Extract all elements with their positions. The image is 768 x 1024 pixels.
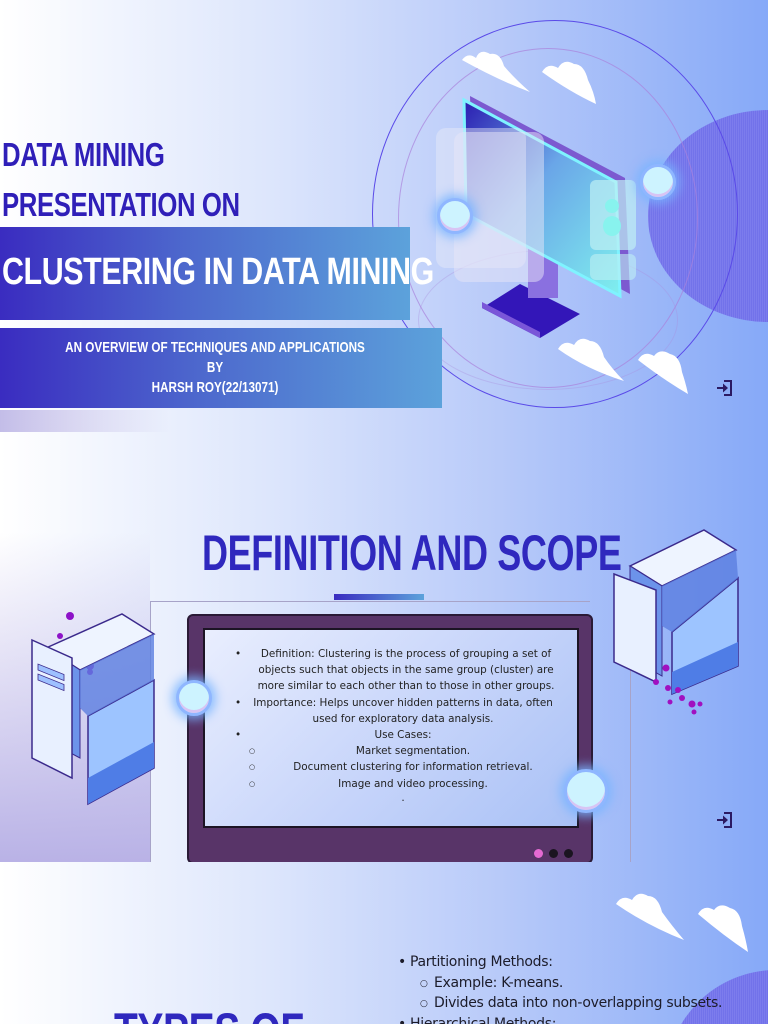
definition-list: Definition: Clustering is the process of… <box>235 646 561 804</box>
list-item: Example: K-means. <box>398 973 722 993</box>
slide-types: TYPES OF Partitioning Methods: Example: … <box>0 862 768 1024</box>
bullet-definition: Definition: Clustering is the process of… <box>235 646 561 695</box>
cloud-icon <box>558 338 624 381</box>
monitor-illustration <box>436 96 636 338</box>
title-band: CLUSTERING IN DATA MINING <box>0 227 434 320</box>
orbit-ring <box>372 20 738 408</box>
trailing-text: . <box>401 791 405 804</box>
server-tower-illustration <box>31 612 156 806</box>
use-case-item: Document clustering for information retr… <box>245 759 561 775</box>
content-monitor-frame: Definition: Clustering is the process of… <box>187 614 593 862</box>
presentation-title: CLUSTERING IN DATA MINING <box>2 251 434 293</box>
glow-node <box>176 680 212 716</box>
decorative-fade <box>0 410 170 432</box>
bullet-importance: Importance: Helps uncover hidden pattern… <box>235 695 561 727</box>
slide-definition: DEFINITION AND SCOPE <box>0 432 768 862</box>
subtitle-band: AN OVERVIEW OF TECHNIQUES AND APPLICATIO… <box>0 328 442 408</box>
title-underline <box>334 594 424 600</box>
glow-node <box>564 769 608 813</box>
subtitle-by: BY <box>206 359 224 376</box>
pager-dot[interactable] <box>549 849 558 858</box>
use-case-item: Image and video processing. <box>245 776 561 792</box>
divider <box>150 601 590 602</box>
heading-line-1: DATA MINING <box>2 136 165 173</box>
cloud-icon <box>462 51 530 92</box>
cloud-icon <box>638 351 688 394</box>
exit-arrow-icon[interactable] <box>715 810 735 830</box>
subtitle-text: AN OVERVIEW OF TECHNIQUES AND APPLICATIO… <box>65 339 365 356</box>
bullet-use-cases: Use Cases: <box>235 727 561 743</box>
cloud-icon <box>616 893 684 940</box>
glow-node <box>640 164 676 200</box>
server-tower-illustration <box>613 529 739 715</box>
list-item: Divides data into non-overlapping subset… <box>398 993 722 1014</box>
list-item: Hierarchical Methods: <box>398 1014 722 1024</box>
slide-title: TYPES OF <box>114 1002 304 1024</box>
heading-line-2: PRESENTATION ON <box>2 186 240 223</box>
glow-node <box>437 198 473 234</box>
types-list: Partitioning Methods: Example: K-means. … <box>398 952 722 1024</box>
slide-title: DATA MINING PRESENTATION ON CLUSTERING I… <box>0 0 768 432</box>
author-name: HARSH ROY(22/13071) <box>151 379 279 396</box>
list-item: Partitioning Methods: <box>398 952 722 973</box>
pager-dot[interactable] <box>564 849 573 858</box>
divider <box>630 601 631 862</box>
pager-dot-active[interactable] <box>534 849 543 858</box>
exit-arrow-icon[interactable] <box>715 378 735 398</box>
cloud-icon <box>542 61 596 104</box>
cloud-icon <box>698 905 748 952</box>
content-screen: Definition: Clustering is the process of… <box>203 628 579 828</box>
slide-title: DEFINITION AND SCOPE <box>202 525 622 581</box>
use-case-item: Market segmentation. <box>245 743 561 759</box>
slide-pager <box>534 849 573 858</box>
